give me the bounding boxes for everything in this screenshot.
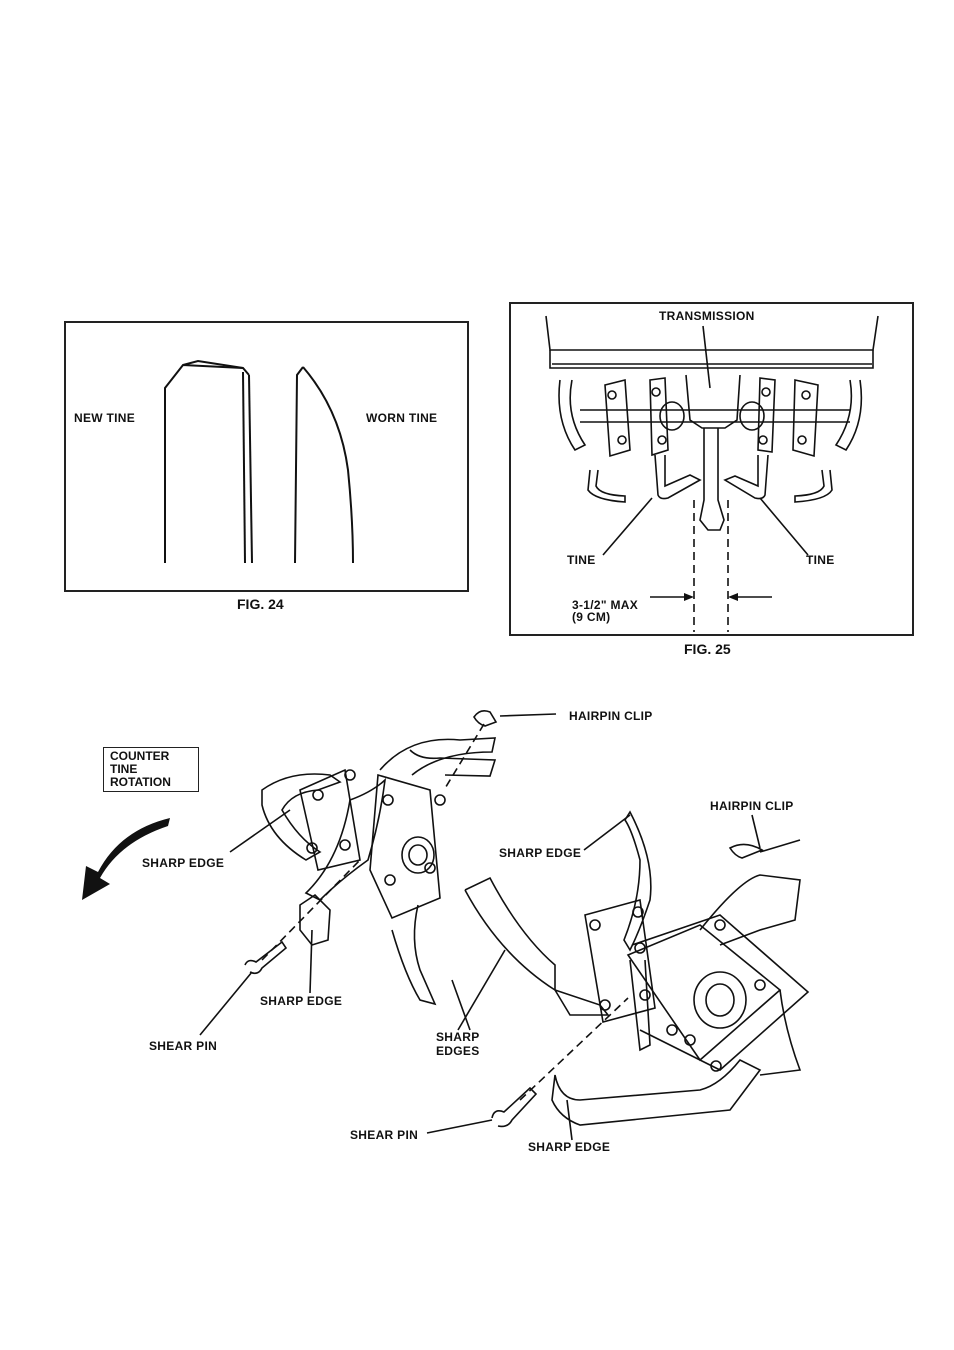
hairpin-clip-label-2: HAIRPIN CLIP: [710, 799, 794, 813]
sharp-edge-label-4: SHARP EDGE: [528, 1140, 610, 1154]
sharp-edge-label-3: SHARP EDGE: [260, 994, 342, 1008]
sharp-edge-label-1: SHARP EDGE: [142, 856, 224, 870]
sharp-edges-label-line1: SHARP: [436, 1030, 480, 1044]
hairpin-clip-label-1: HAIRPIN CLIP: [569, 709, 653, 723]
shear-pin-label-1: SHEAR PIN: [149, 1039, 217, 1053]
sharp-edge-label-2: SHARP EDGE: [499, 846, 581, 860]
sharp-edges-label-line2: EDGES: [436, 1044, 480, 1058]
shear-pin-label-2: SHEAR PIN: [350, 1128, 418, 1142]
